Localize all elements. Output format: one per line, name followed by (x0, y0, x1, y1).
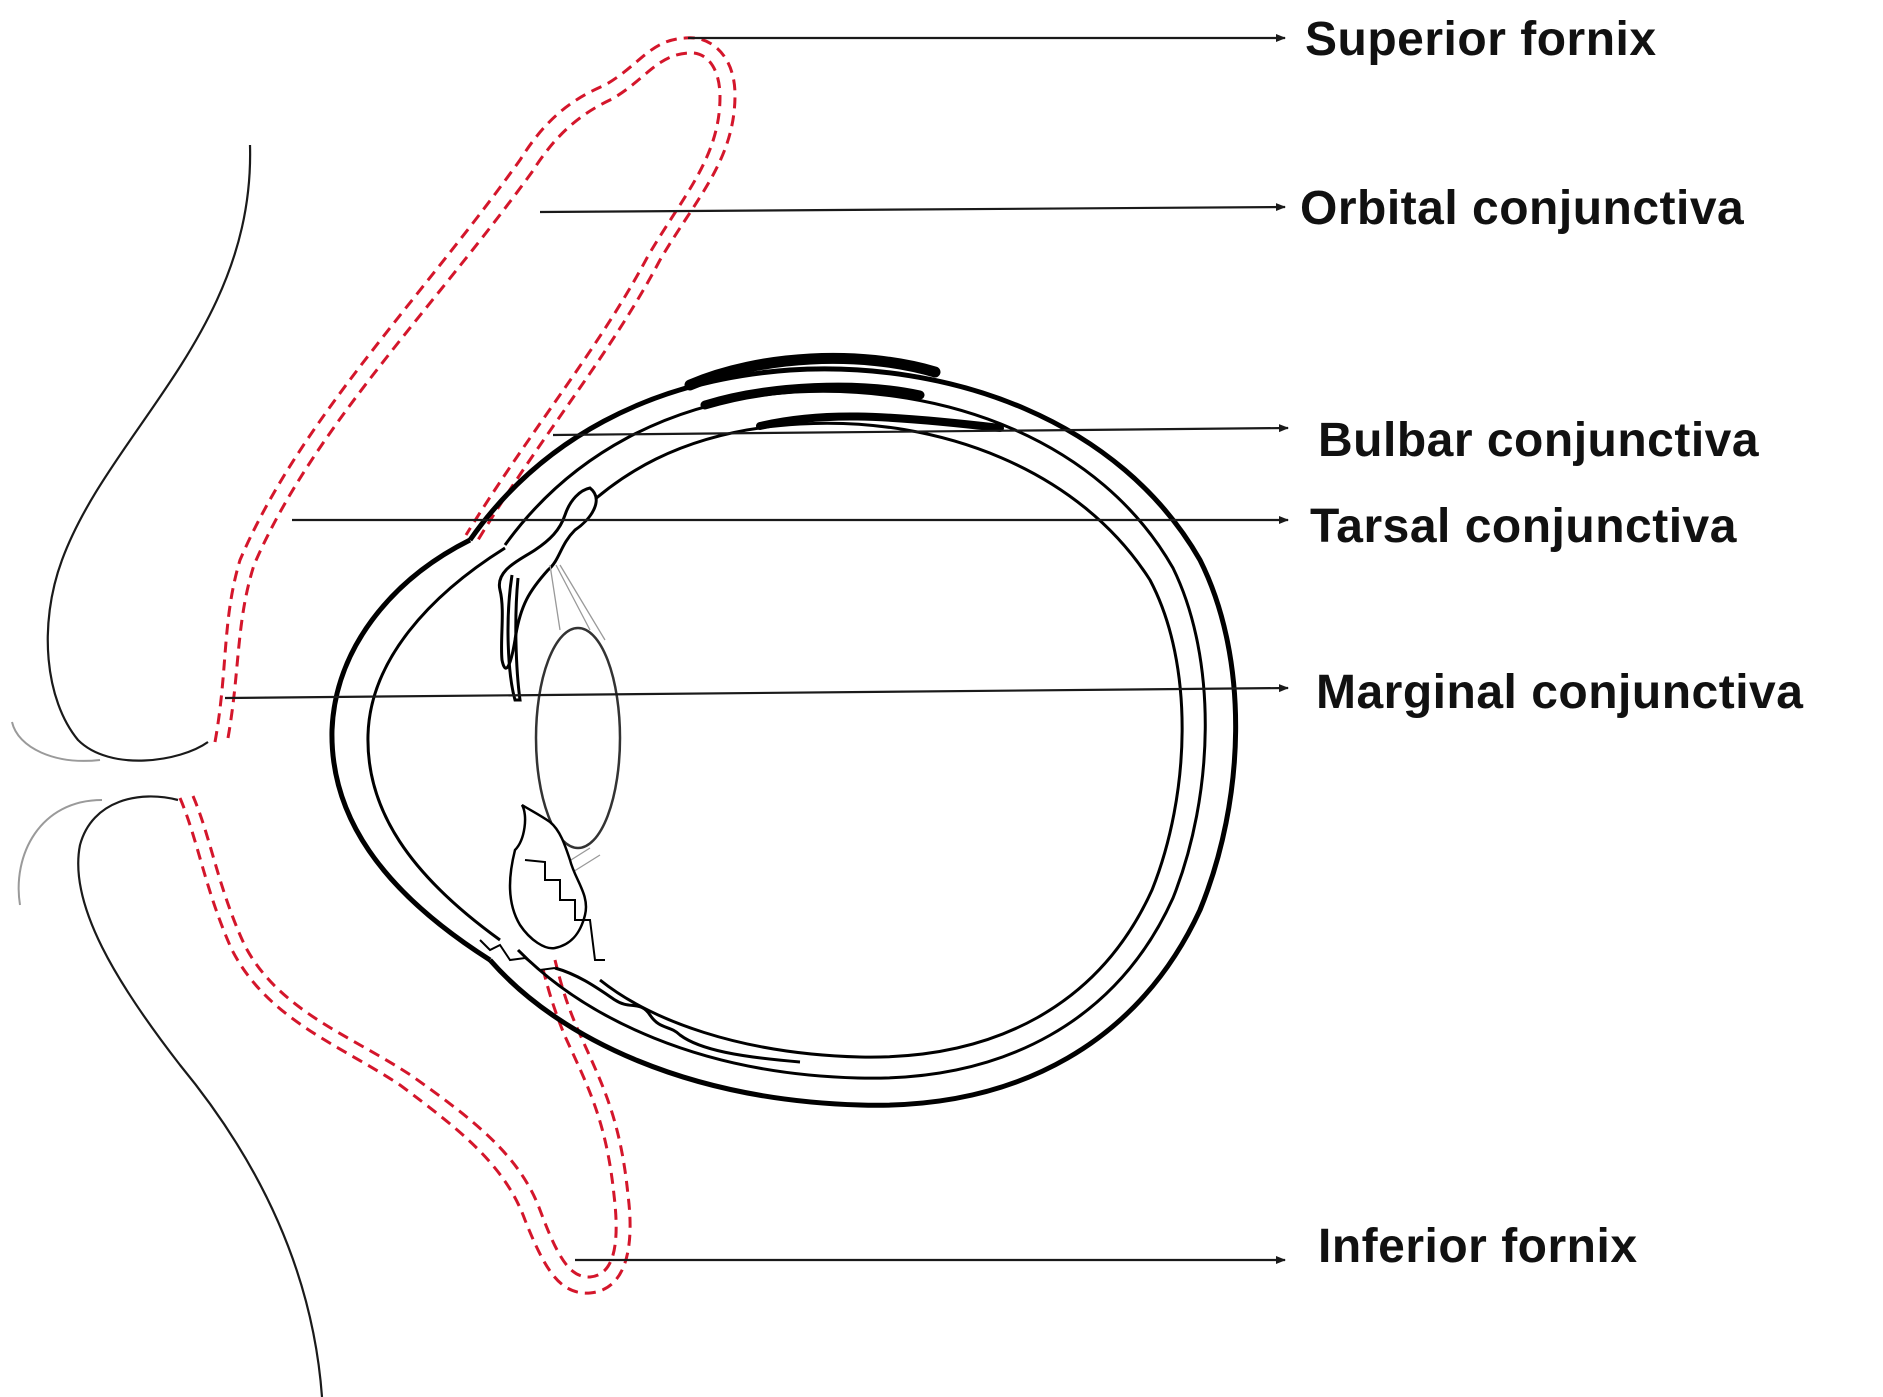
lower-lid-profile (78, 796, 322, 1397)
choroid (548, 423, 1182, 1057)
leader-orbital-conjunctiva (540, 207, 1285, 212)
lens (536, 628, 620, 848)
eyeball (332, 358, 1236, 1105)
label-bulbar-conjunctiva: Bulbar conjunctiva (1318, 414, 1759, 467)
label-inferior-fornix: Inferior fornix (1318, 1220, 1638, 1273)
upper-conjunctiva-inner (228, 53, 720, 738)
upper-lid-margin-curve (12, 722, 100, 761)
label-orbital-conjunctiva: Orbital conjunctiva (1300, 182, 1744, 235)
label-marginal-conjunctiva: Marginal conjunctiva (1316, 666, 1803, 719)
upper-conjunctiva-outer (215, 38, 735, 742)
leader-marginal-conjunctiva (225, 688, 1288, 698)
labels: Superior fornix Orbital conjunctiva Bulb… (1300, 13, 1803, 1273)
upper-lid-profile (48, 145, 250, 761)
label-tarsal-conjunctiva: Tarsal conjunctiva (1310, 500, 1737, 553)
lower-lid-margin-curve (19, 800, 102, 905)
face-profile (12, 145, 322, 1397)
conjunctival-sac (180, 38, 735, 1293)
cornea-outer (332, 540, 490, 960)
cornea-inner (368, 548, 505, 940)
label-superior-fornix: Superior fornix (1305, 13, 1657, 66)
